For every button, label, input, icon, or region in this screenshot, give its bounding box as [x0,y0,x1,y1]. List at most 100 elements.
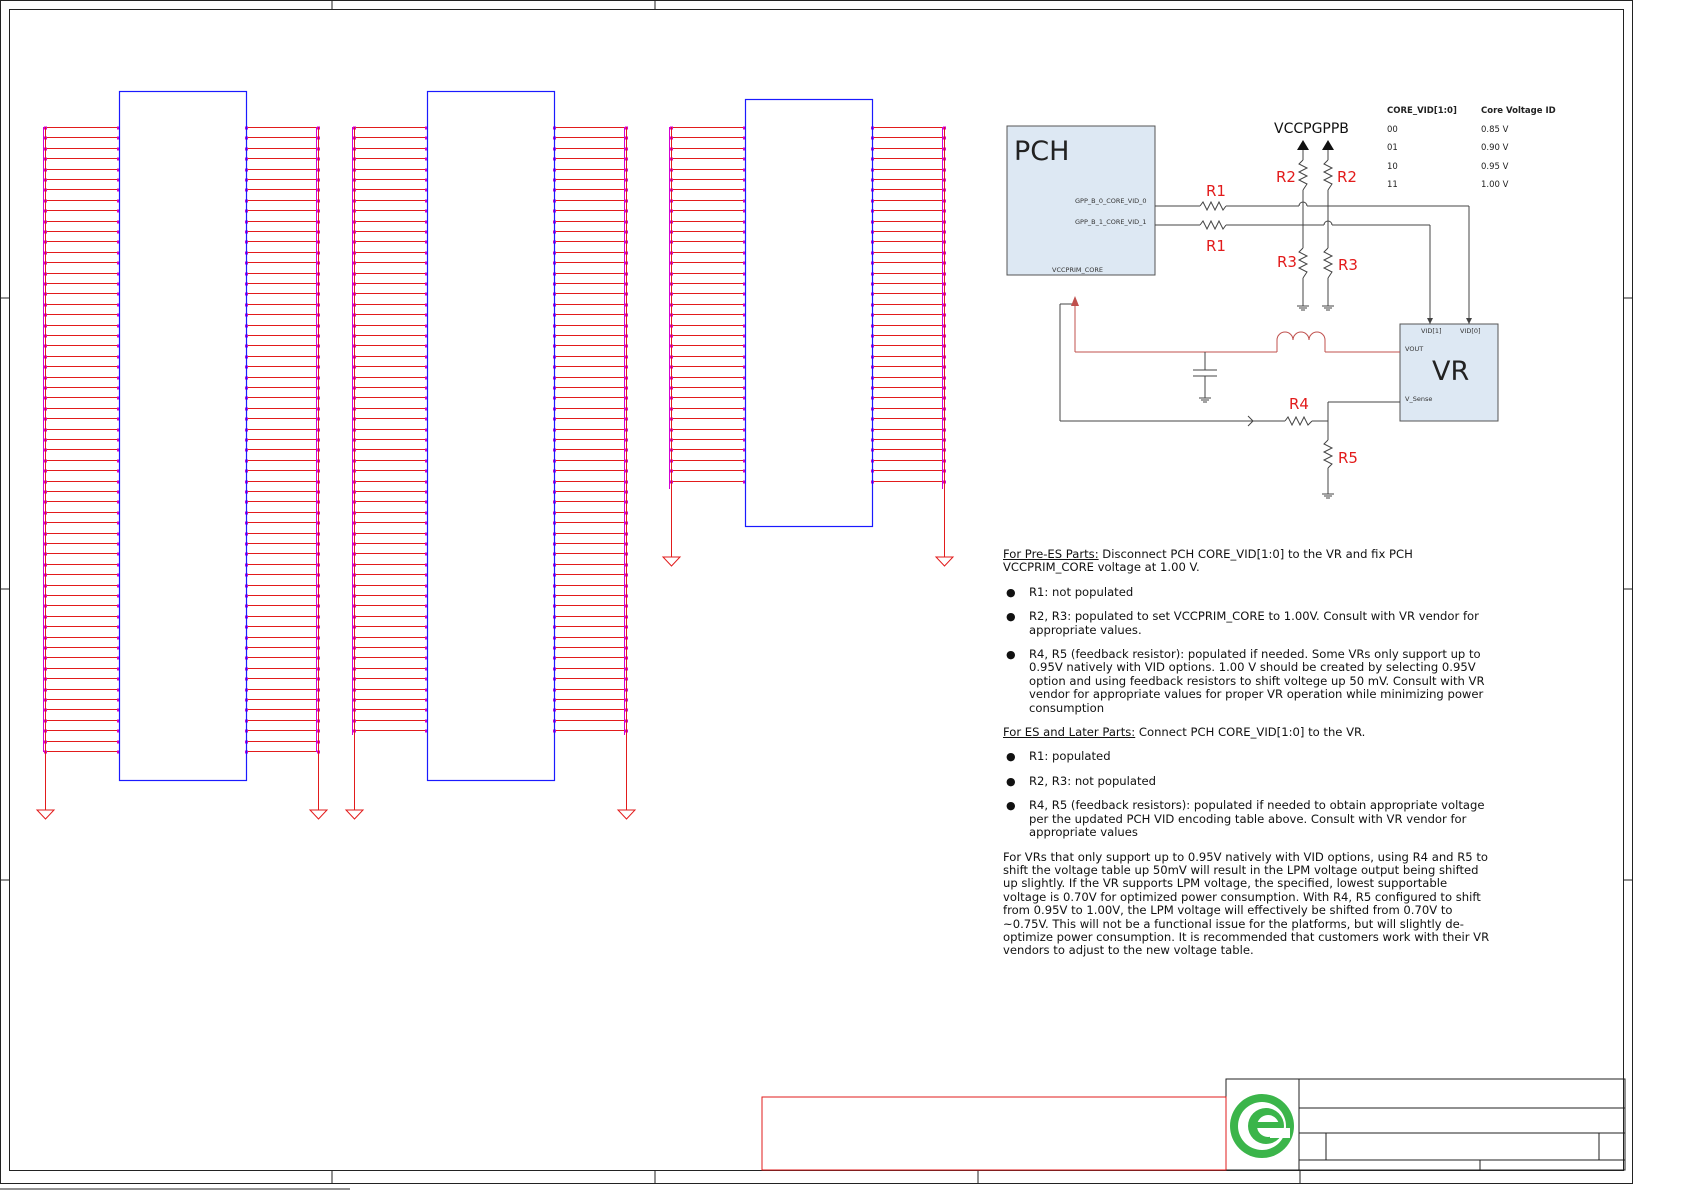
pin-end [117,677,120,681]
pin-end [117,688,120,692]
pin-end [117,480,120,484]
pin-end [117,220,120,224]
pin-end [425,615,428,619]
pin-end [425,511,428,515]
pin-end [425,521,428,525]
pin-end [117,636,120,640]
pin-end [425,469,428,473]
pin-end [117,521,120,525]
ground-symbol [35,809,56,820]
pin-end [425,282,428,286]
pin-end [425,563,428,567]
pin-end [425,459,428,463]
pin-end [117,355,120,359]
pin-end [743,428,746,432]
pin-end [117,334,120,338]
pin-end [425,292,428,296]
vid-arrows [1427,318,1472,324]
pin-end [425,708,428,712]
pin-end [117,438,120,442]
pin-end [425,272,428,276]
component-symbol-2 [344,90,637,820]
bullet-dot: ● [1006,585,1016,599]
pin-end [117,750,120,754]
pin-end [117,532,120,536]
component-body [118,90,248,782]
vid-voltage: 0.95 V [1481,161,1509,172]
pin-end [425,625,428,629]
pin-end [743,469,746,473]
vr-pin-vsense: V_Sense [1405,395,1433,403]
pin-end [425,480,428,484]
pin-end [117,376,120,380]
pin-end [117,313,120,317]
pin-end [117,708,120,712]
pin-end [743,344,746,348]
table-row: 10 0.95 V [1387,162,1556,181]
r1-bottom-label: R1 [1206,237,1226,255]
pin-end [743,126,746,130]
pin-end [425,188,428,192]
pin-end [425,532,428,536]
pin-end [743,261,746,265]
pin-end [425,490,428,494]
vid-header-voltage: Core Voltage ID [1481,106,1556,116]
vid-voltage: 1.00 V [1481,180,1509,190]
pin-end [425,126,428,130]
pin-end [117,147,120,151]
pin-end [117,396,120,400]
pin-end [425,313,428,317]
pin-end [425,209,428,213]
pin-end [425,542,428,546]
pin-end [425,719,428,723]
pin-end [117,594,120,598]
pin-end [117,459,120,463]
vr-pin-vid0: VID[0] [1460,327,1481,335]
pin-end [425,594,428,598]
pin-end [117,261,120,265]
pin-end [425,656,428,660]
ground-symbol [308,809,329,820]
pin-end [425,168,428,172]
pin-end [425,448,428,452]
list-item: ●R1: not populated [1003,585,1493,599]
pin-end [743,334,746,338]
company-logo [1230,1094,1294,1158]
pin-end [117,646,120,650]
pin-end [425,438,428,442]
pin-end [117,428,120,432]
pin-end [425,407,428,411]
bullet-dot: ● [1006,799,1016,813]
pin-end [743,292,746,296]
vr-block [1399,323,1499,422]
pin-end [425,396,428,400]
ground-symbol [934,556,955,567]
pin-end [117,407,120,411]
r1-top-label: R1 [1206,182,1226,200]
pin-end [117,188,120,192]
pin-end [117,168,120,172]
pin-end [425,147,428,151]
pin-end [117,417,120,421]
pin-end [425,261,428,265]
component-body [426,90,556,782]
r2-left-label: R2 [1276,168,1296,186]
bullet-text: R2, R3: populated to set VCCPRIM_CORE to… [1029,609,1479,637]
pin-end [117,344,120,348]
pin-end [743,386,746,390]
vid-voltage: 0.85 V [1481,124,1509,135]
pin-end [117,469,120,473]
pin-end [117,272,120,276]
pin-end [743,136,746,140]
resistors [1199,159,1334,469]
pin-end [425,646,428,650]
pch-label: PCH [1014,136,1070,167]
vid-code: 00 [1387,124,1398,135]
pin-end [117,282,120,286]
pin-end [117,552,120,556]
list-item: ●R4, R5 (feedback resistors): populated … [1003,799,1493,839]
pin-end [117,615,120,619]
lpm-paragraph: For VRs that only support up to 0.95V na… [1003,849,1490,958]
pin-end [743,448,746,452]
